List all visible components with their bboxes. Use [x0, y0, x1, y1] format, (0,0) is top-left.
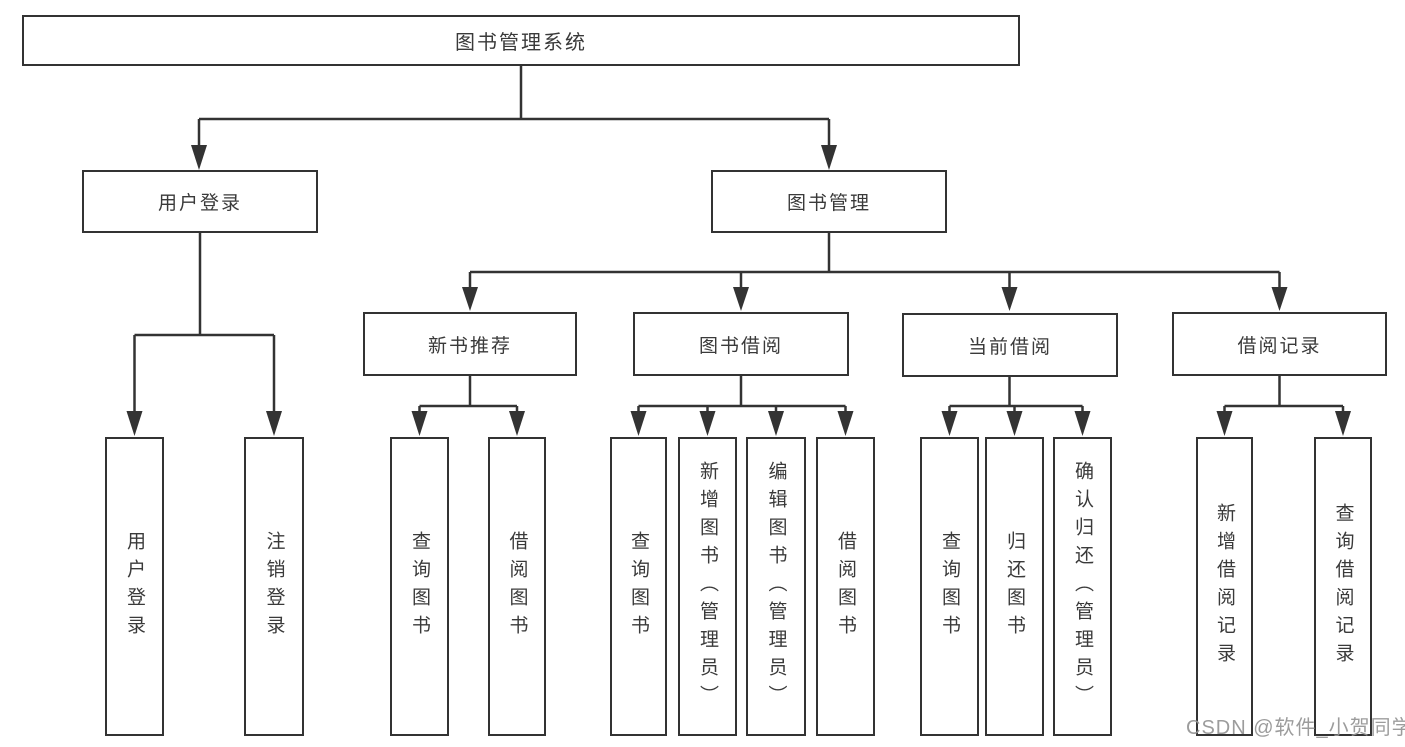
leaf-label: 借阅图书	[506, 530, 528, 643]
node-leaf-newbook-borrow-books: 借阅图书	[488, 437, 546, 736]
node-leaf-borrowing-query-books: 查询图书	[610, 437, 667, 736]
connector-current-borrowing-split	[941, 376, 1091, 436]
node-book-borrowing: 图书借阅	[633, 312, 849, 376]
node-leaf-logout: 注销登录	[244, 437, 304, 736]
node-leaf-borrowing-borrow-books: 借阅图书	[816, 437, 875, 736]
leaf-label: 确认归还（管理员）	[1072, 460, 1093, 713]
node-borrowing-records: 借阅记录	[1172, 312, 1387, 376]
node-leaf-edit-books-admin: 编辑图书（管理员）	[746, 437, 806, 736]
connector-borrowing-records-split	[1216, 376, 1351, 436]
connector-book-management-split	[462, 233, 1288, 311]
node-leaf-query-borrow-record: 查询借阅记录	[1314, 437, 1372, 736]
leaf-label: 编辑图书（管理员）	[765, 460, 787, 713]
leaf-label: 查询图书	[628, 530, 649, 643]
node-leaf-confirm-return-admin: 确认归还（管理员）	[1053, 437, 1112, 736]
leaf-label: 查询借阅记录	[1332, 502, 1354, 671]
node-leaf-return-books: 归还图书	[985, 437, 1044, 736]
node-leaf-newbook-query-books: 查询图书	[390, 437, 449, 736]
node-book-management: 图书管理	[711, 170, 947, 233]
leaf-label: 归还图书	[1004, 530, 1025, 643]
node-library-system: 图书管理系统	[22, 15, 1020, 66]
node-leaf-user-login: 用户登录	[105, 437, 164, 736]
node-leaf-add-borrow-record: 新增借阅记录	[1196, 437, 1253, 736]
leaf-label: 注销登录	[263, 530, 285, 643]
leaf-label: 新增图书（管理员）	[697, 460, 718, 713]
leaf-label: 用户登录	[124, 530, 145, 643]
leaf-label: 新增借阅记录	[1214, 502, 1235, 671]
leaf-label: 查询图书	[939, 530, 960, 643]
node-new-book-recommend: 新书推荐	[363, 312, 577, 376]
node-leaf-add-books-admin: 新增图书（管理员）	[678, 437, 737, 736]
connector-root-to-level1	[191, 66, 837, 170]
node-current-borrowing: 当前借阅	[902, 313, 1118, 377]
connector-new-book-split	[411, 376, 525, 436]
node-user-login: 用户登录	[82, 170, 318, 233]
connector-book-borrowing-split	[630, 376, 854, 436]
node-leaf-current-query-books: 查询图书	[920, 437, 979, 736]
leaf-label: 查询图书	[409, 530, 430, 643]
csdn-watermark: CSDN @软件_小贺同学	[1186, 717, 1405, 739]
connector-user-login-split	[126, 233, 282, 436]
leaf-label: 借阅图书	[835, 530, 856, 643]
